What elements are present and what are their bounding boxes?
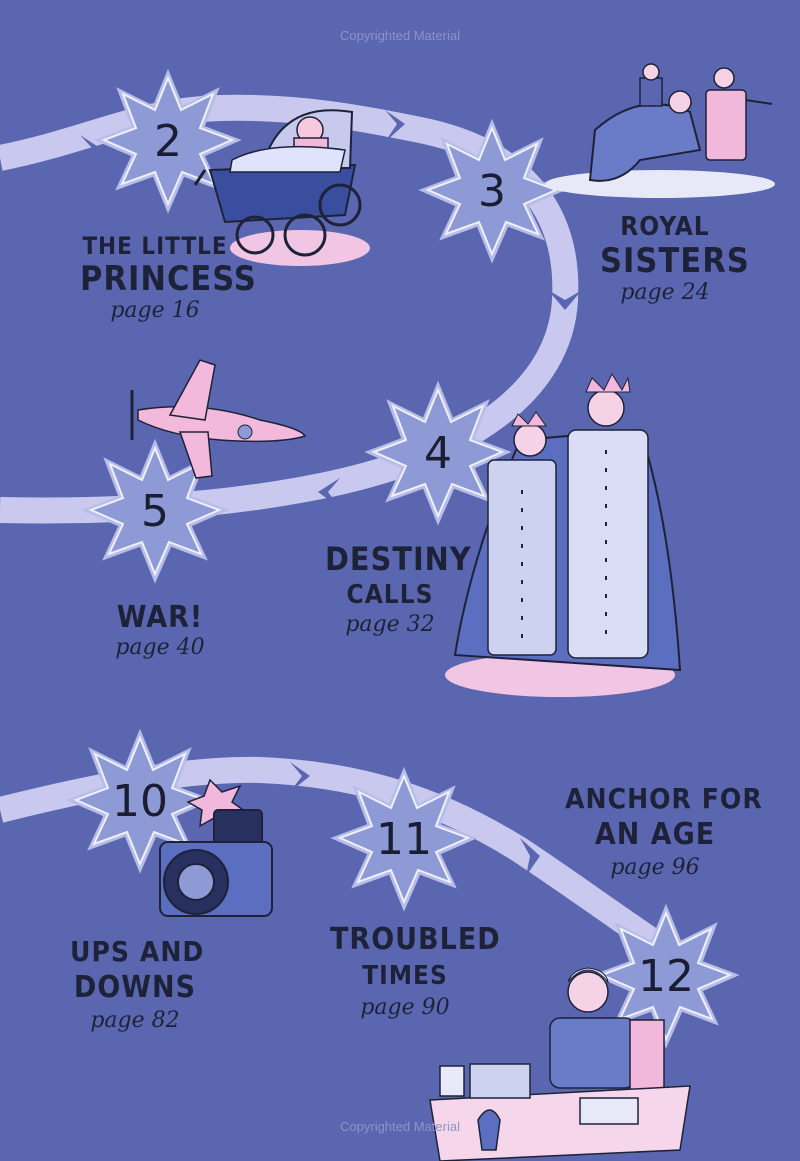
chapter-number-3: 3 — [478, 166, 506, 217]
coronation-illustration — [445, 372, 682, 697]
camera-illustration — [159, 778, 273, 917]
chapter-star-4: 4 — [364, 380, 512, 526]
chapter-10-label: UPS AND DOWNS page 82 — [70, 935, 205, 1033]
chapter-number-11: 11 — [376, 814, 432, 865]
chapter-star-5: 5 — [81, 438, 229, 584]
chapter-star-11: 11 — [330, 766, 478, 912]
path-chevrons — [80, 110, 582, 876]
pram-illustration — [193, 109, 370, 266]
desk-illustration — [429, 967, 691, 1161]
chapter-number-10: 10 — [112, 776, 168, 827]
chapter-number-12: 12 — [638, 951, 694, 1002]
chapter-number-5: 5 — [141, 486, 169, 537]
watermark-top: Copyrighted Material — [340, 28, 460, 43]
chapter-3-label: ROYAL SISTERS page 24 — [600, 212, 750, 305]
chapter-number-2: 2 — [154, 116, 182, 167]
chapter-star-3: 3 — [418, 118, 566, 264]
chapter-number-4: 4 — [424, 428, 452, 479]
chapter-4-label: DESTINY CALLS page 32 — [325, 540, 472, 637]
chapter-star-10: 10 — [66, 728, 214, 874]
watermark-bottom: Copyrighted Material — [340, 1119, 460, 1134]
chapter-12-label: ANCHOR FOR AN AGE page 96 — [565, 782, 763, 880]
chapter-2-label: THE LITTLE PRINCESS page 16 — [80, 232, 257, 323]
chapter-star-2: 2 — [94, 68, 242, 214]
chapter-star-12: 12 — [592, 903, 740, 1049]
chapter-11-label: TROUBLED TIMES page 90 — [330, 922, 501, 1020]
sisters-illustration — [545, 63, 775, 198]
plane-illustration — [130, 359, 307, 479]
chapter-5-label: WAR! page 40 — [115, 600, 205, 660]
